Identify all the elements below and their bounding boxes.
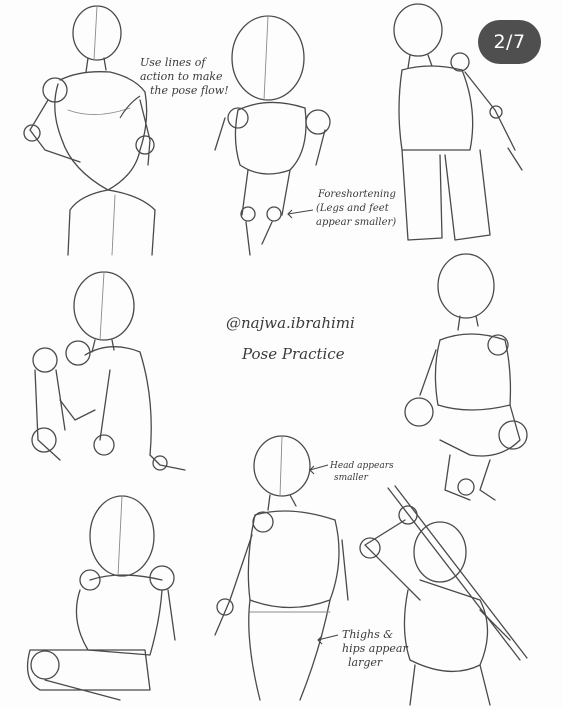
note-thighs-1: Thighs & — [342, 628, 393, 641]
figure-holding-staff — [359, 485, 528, 706]
figure-foreshortened — [214, 15, 331, 256]
foreshort-arrow — [287, 209, 314, 219]
note-action-3: the pose flow! — [150, 84, 229, 97]
credit-handle: @najwa.ibrahimi — [226, 314, 355, 332]
note-thighs-2: hips appear — [342, 642, 408, 655]
figure-standing-arm-down — [393, 3, 523, 241]
note-head-1: Head appears — [329, 461, 394, 471]
head-arrow — [309, 464, 329, 475]
figure-hand-on-hip — [23, 5, 156, 256]
figure-seated-knees-up — [31, 271, 186, 471]
note-foreshort-2: (Legs and feet — [316, 203, 390, 214]
thighs-arrow — [317, 634, 339, 645]
slide-counter-badge: 2/7 — [478, 20, 541, 64]
note-thighs-3: larger — [348, 656, 383, 669]
note-action-2: action to make — [140, 70, 223, 83]
action-arrow — [119, 95, 141, 119]
note-foreshort-1: Foreshortening — [317, 189, 396, 200]
note-head-2: smaller — [334, 473, 369, 483]
note-action-1: Use lines of — [140, 56, 207, 69]
figure-squatting — [404, 253, 528, 501]
note-foreshort-3: appear smaller) — [316, 217, 396, 228]
sheet-title: Pose Practice — [241, 345, 345, 363]
figure-standing-turned — [214, 435, 349, 701]
figure-reclining — [26, 495, 176, 701]
